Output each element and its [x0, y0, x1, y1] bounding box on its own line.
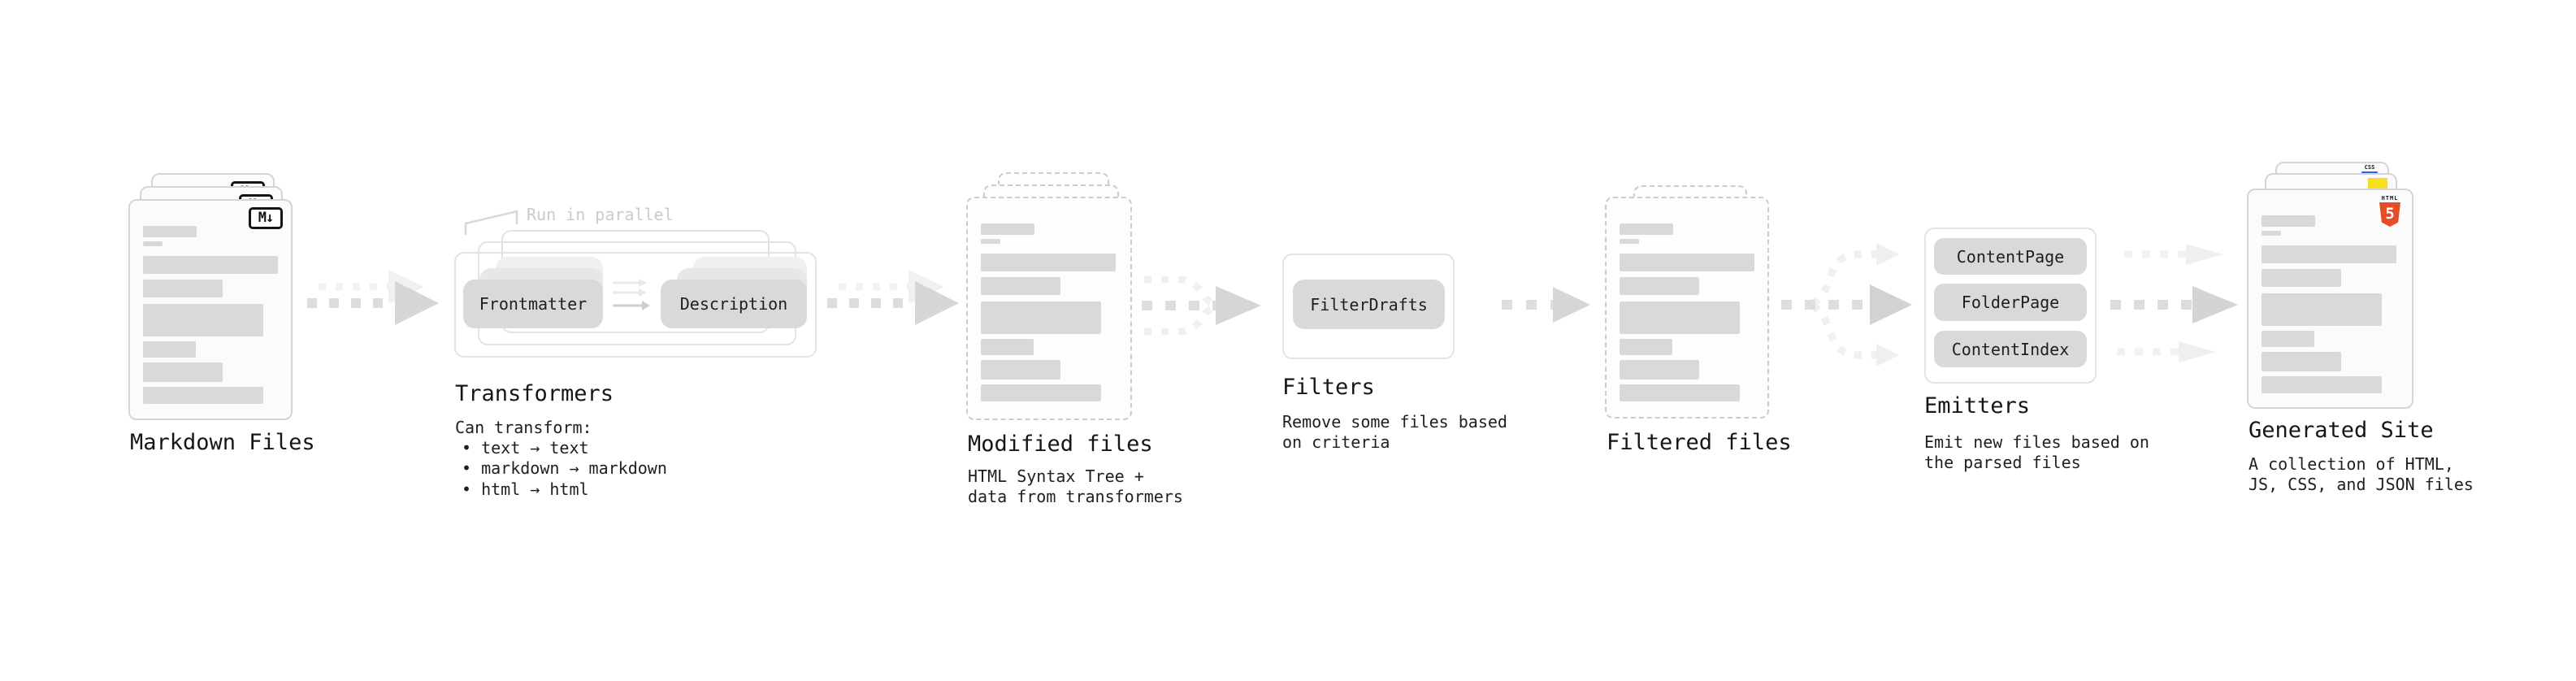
skeleton-bar — [981, 277, 1060, 295]
skeleton-bar — [143, 387, 263, 404]
markdown-file-card-front: M↓ — [128, 199, 293, 420]
emitter-pill-contentindex: ContentIndex — [1934, 331, 2087, 367]
css-icon-label: CSS — [2364, 164, 2375, 171]
skeleton-bar — [981, 223, 1034, 235]
skeleton-bar — [981, 254, 1116, 271]
transformer-pill-description: Description — [661, 280, 807, 328]
skeleton-bar — [1620, 339, 1672, 355]
stage-description: A collection of HTML, JS, CSS, and JSON … — [2249, 454, 2474, 495]
skeleton-bar — [1620, 239, 1639, 244]
flow-arrow-emitter-middle — [2110, 286, 2238, 323]
stage-emitters: ContentPage FolderPage ContentIndex Emit… — [1924, 228, 2149, 479]
transformer-frame-front — [454, 252, 817, 358]
stage-modified-files: Modified files HTML Syntax Tree + data f… — [966, 172, 1183, 514]
skeleton-bar — [2262, 293, 2382, 326]
stage-filtered-files: Filtered files — [1605, 185, 1792, 462]
skeleton-bar — [981, 360, 1060, 380]
skeleton-bar — [143, 280, 223, 297]
description-line: A collection of HTML, — [2249, 454, 2454, 474]
skeleton-bar — [981, 239, 1000, 244]
skeleton-bar — [143, 256, 278, 274]
filtered-file-card-front — [1605, 197, 1769, 419]
description-line: JS, CSS, and JSON files — [2249, 475, 2474, 494]
file-skeleton — [130, 201, 291, 419]
stage-description: Remove some files based on criteria — [1282, 412, 1507, 453]
flow-arrow-files-to-transformers — [307, 270, 439, 325]
skeleton-bar — [1620, 301, 1740, 334]
modified-file-card-front — [966, 197, 1132, 420]
file-skeleton — [968, 198, 1130, 419]
skeleton-bar — [2262, 231, 2281, 236]
annotation-leader-line — [464, 210, 518, 235]
description-line: HTML Syntax Tree + — [968, 466, 1144, 486]
stage-label: Emitters — [1924, 393, 2031, 419]
html5-icon-label: HTML — [2381, 195, 2399, 202]
file-skeleton — [2249, 190, 2412, 407]
skeleton-bar — [2262, 269, 2341, 287]
skeleton-bar — [981, 384, 1101, 401]
run-in-parallel-annotation: Run in parallel — [527, 205, 674, 224]
parallel-mini-arrows — [613, 279, 650, 310]
filters-frame — [1282, 254, 1455, 359]
stage-label: Transformers — [455, 381, 614, 406]
stage-label: Markdown Files — [130, 430, 315, 455]
stage-label: Generated Site — [2249, 418, 2434, 443]
description-line: Remove some files based — [1282, 412, 1507, 432]
skeleton-bar — [1620, 384, 1740, 401]
transform-bullet: • html → html — [462, 479, 589, 499]
skeleton-bar — [143, 226, 197, 237]
skeleton-bar — [2262, 215, 2315, 227]
transform-bullet: • markdown → markdown — [462, 458, 667, 478]
stage-label: Filtered files — [1607, 430, 1792, 455]
flow-arrow-emitter-bottom — [2117, 341, 2216, 362]
skeleton-bar — [143, 304, 263, 336]
description-line: on criteria — [1282, 432, 1390, 452]
transformer-pill-frontmatter: Frontmatter — [463, 280, 603, 328]
flow-arrow-filters-to-filtered — [1502, 287, 1590, 323]
skeleton-bar — [1620, 254, 1754, 271]
emitter-pill-contentpage: ContentPage — [1934, 238, 2087, 275]
flow-arrow-fan-out-emitters — [1781, 243, 1912, 367]
skeleton-bar — [1620, 277, 1699, 295]
emitters-frame — [1924, 228, 2097, 384]
flow-arrow-transformers-to-modified — [827, 270, 959, 325]
skeleton-bar — [2262, 245, 2396, 263]
site-file-card-html: HTML 5 — [2247, 189, 2413, 409]
stage-description: HTML Syntax Tree + data from transformer… — [968, 466, 1183, 507]
stage-description-title: Can transform: — [455, 418, 592, 437]
emitter-pill-folderpage: FolderPage — [1934, 284, 2087, 321]
description-line: data from transformers — [968, 487, 1183, 506]
stage-transformers: Run in parallel Frontmatter Description … — [454, 202, 828, 502]
skeleton-bar — [981, 339, 1034, 355]
html5-icon: HTML 5 — [2379, 195, 2400, 227]
stage-label: Filters — [1282, 375, 1375, 400]
html5-icon-shield: 5 — [2379, 202, 2400, 227]
markdown-icon: M↓ — [249, 207, 283, 229]
stage-label: Modified files — [968, 432, 1153, 457]
filter-pill-filterdrafts: FilterDrafts — [1293, 280, 1445, 329]
skeleton-bar — [2262, 376, 2382, 393]
skeleton-bar — [1620, 223, 1673, 235]
skeleton-bar — [143, 341, 196, 358]
skeleton-bar — [1620, 360, 1699, 380]
stage-description: Emit new files based on the parsed files — [1924, 432, 2149, 473]
stage-markdown-files: M↓ M↓ M↓ Markdown Files — [128, 162, 323, 487]
description-line: Emit new files based on — [1924, 432, 2149, 452]
skeleton-bar — [2262, 352, 2341, 371]
file-skeleton — [1607, 198, 1767, 417]
transform-bullet: • text → text — [462, 438, 589, 458]
skeleton-bar — [143, 362, 223, 382]
skeleton-bar — [981, 301, 1101, 334]
flow-arrow-emitter-top — [2124, 244, 2223, 265]
stage-filters: FilterDrafts Filters Remove some files b… — [1282, 254, 1507, 465]
javascript-icon — [2368, 178, 2387, 189]
skeleton-bar — [2262, 331, 2314, 347]
description-line: the parsed files — [1924, 453, 2081, 472]
stage-generated-site: CSS HTML 5 Generated Site A collection o… — [2247, 162, 2474, 511]
skeleton-bar — [143, 241, 163, 246]
flow-arrow-fan-in-filters — [1142, 275, 1261, 336]
